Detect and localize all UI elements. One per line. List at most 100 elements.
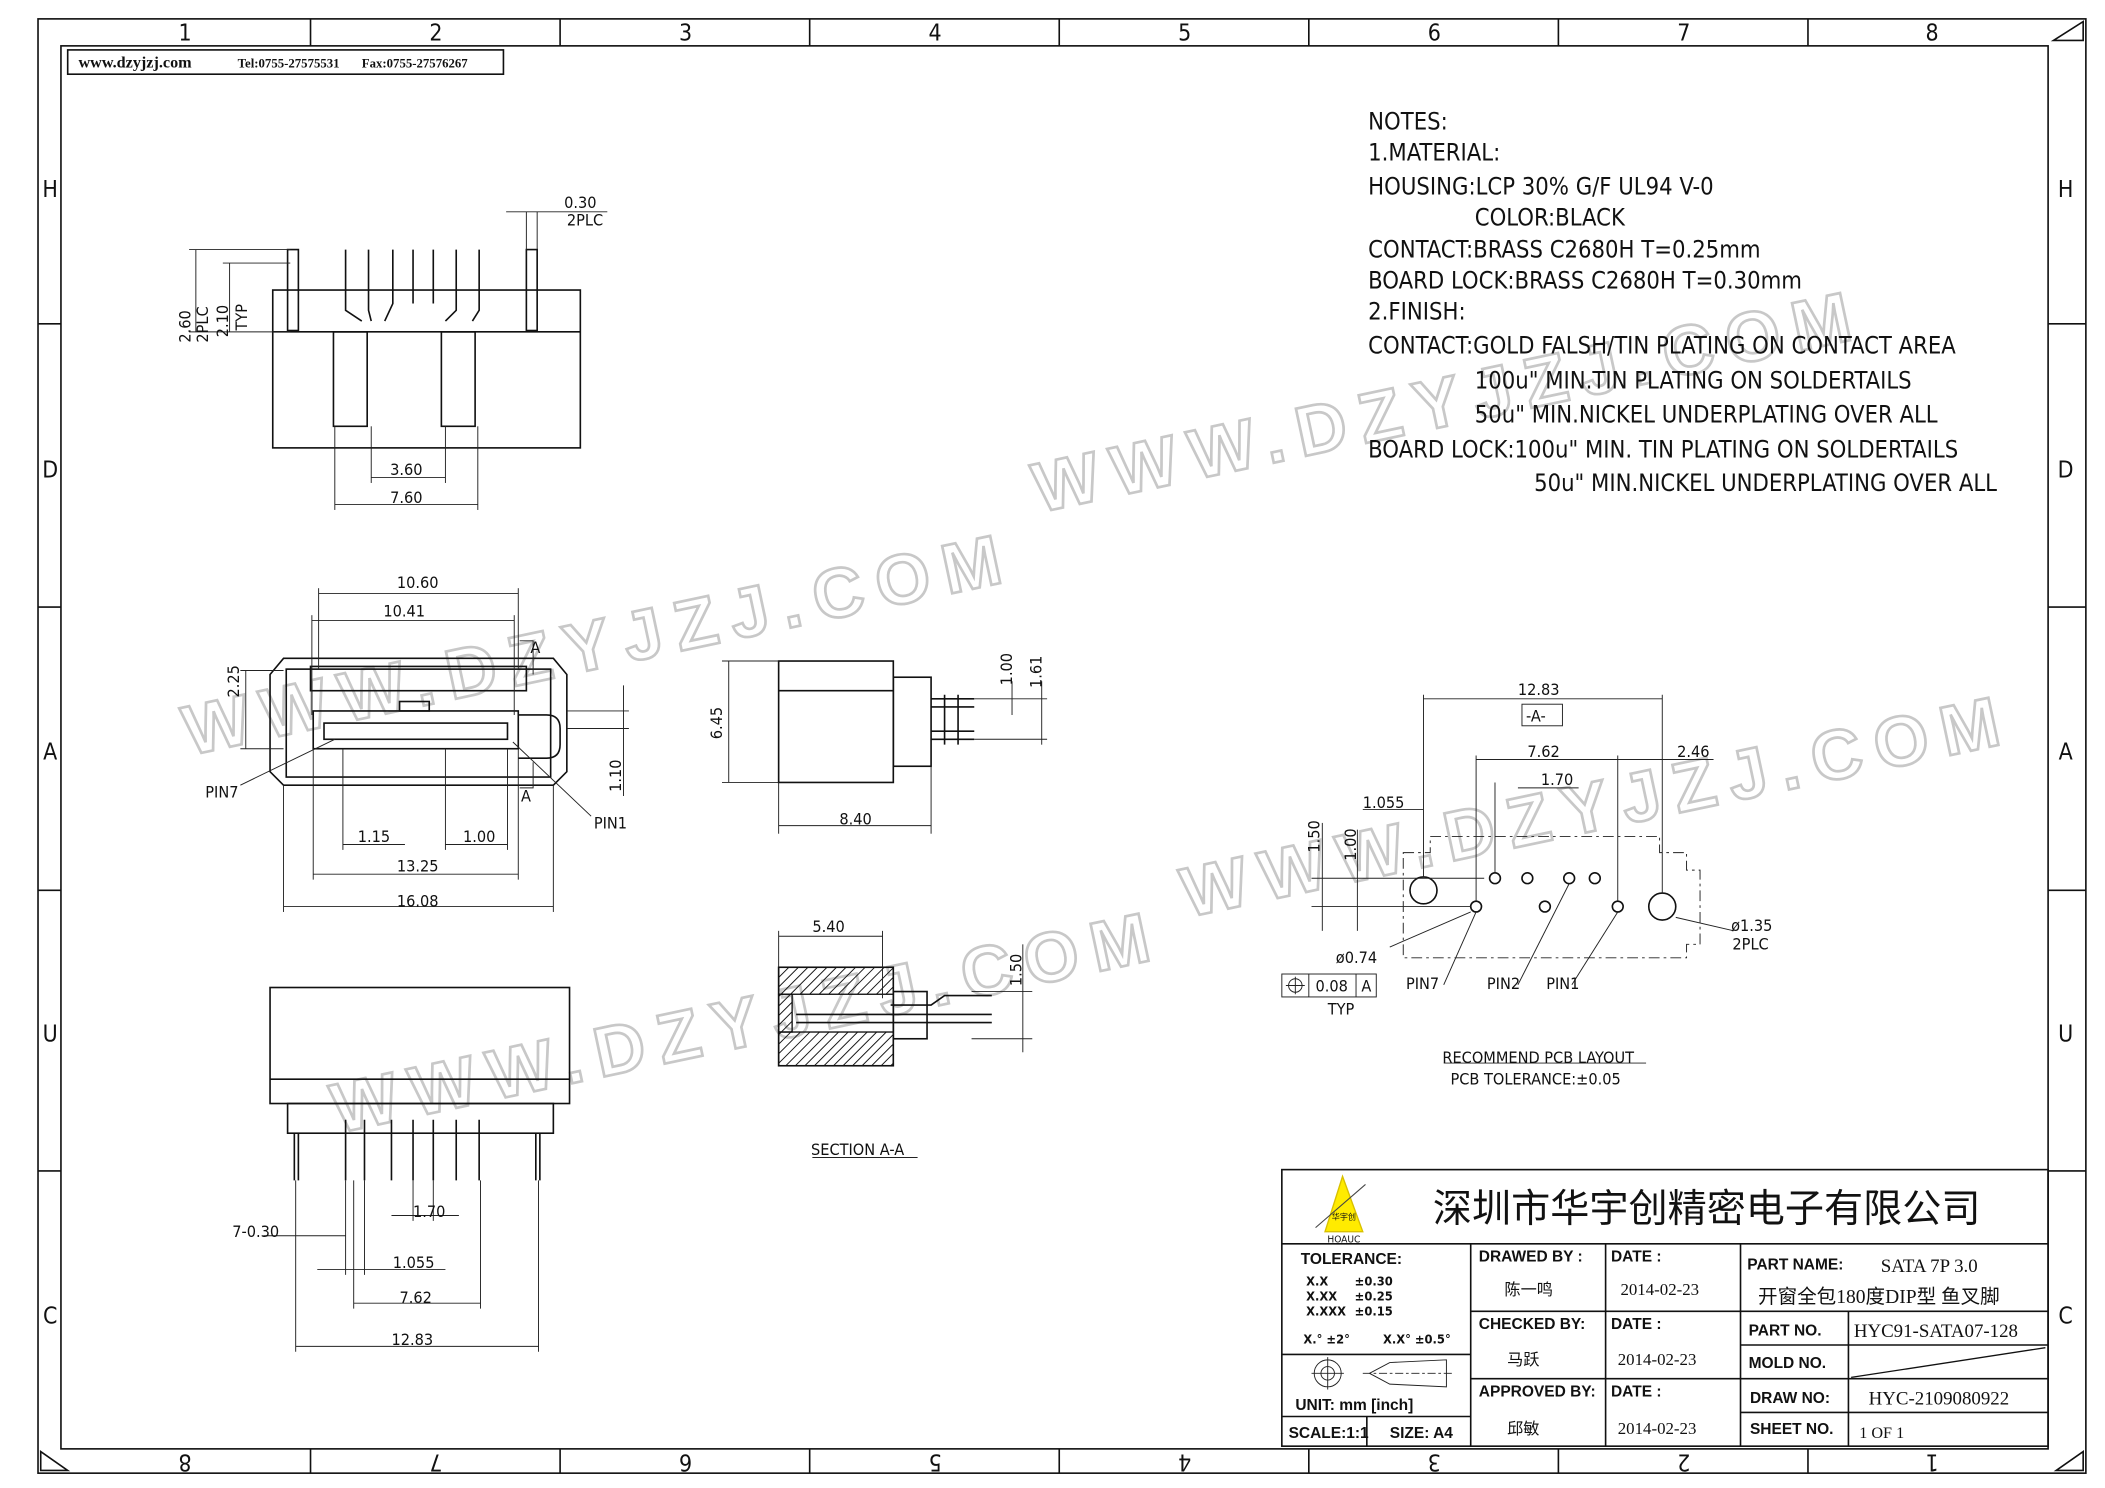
- dim-label: 1.00: [997, 653, 1016, 685]
- ruler-row-label: C: [2058, 1303, 2072, 1329]
- dim-label: 1.70: [1541, 770, 1573, 789]
- dim-label: 3.60: [390, 460, 422, 479]
- ruler-left: H D A U C: [42, 177, 58, 1329]
- ruler-col-label: 7: [429, 1448, 442, 1474]
- date-checked: 2014-02-23: [1618, 1350, 1697, 1369]
- date-label: DATE :: [1611, 1383, 1662, 1400]
- dim-label: 1.50: [1305, 820, 1324, 852]
- size-label: SIZE: A4: [1390, 1425, 1454, 1442]
- ruler-col-label: 4: [1178, 1448, 1191, 1474]
- part-name-1: SATA 7P 3.0: [1881, 1256, 1978, 1277]
- dim-label: 1.055: [393, 1253, 435, 1272]
- sheet-border: [37, 18, 2087, 1474]
- dim-label: 7-0.30: [232, 1222, 279, 1241]
- draw-no-value: HYC-2109080922: [1869, 1388, 2010, 1409]
- dim-label: 10.41: [383, 602, 425, 621]
- ruler-col-label: 5: [929, 1448, 942, 1474]
- section-view: 5.40 1.50 SECTION A-A: [777, 917, 1033, 1159]
- watermark-text: WWW.DZYJZJ.COM: [176, 517, 1021, 770]
- checked-by-value: 马跃: [1507, 1350, 1539, 1369]
- pin-label: PIN7: [1406, 974, 1439, 993]
- dim-label: 13.25: [397, 856, 439, 875]
- header-box: www.dzyjzj.com Tel:0755-27575531 Fax:075…: [66, 49, 505, 76]
- tel-text: Tel:0755-27575531: [238, 56, 340, 70]
- dim-label: 10.60: [397, 573, 439, 592]
- dim-label: 8.40: [839, 809, 871, 828]
- watermark-text: WWW.DZYJZJ.COM: [324, 894, 1169, 1147]
- note-line: CONTACT:GOLD FALSH/TIN PLATING ON CONTAC…: [1368, 331, 1956, 359]
- ruler-bottom: 8 7 6 5 4 3 2 1: [178, 1448, 1938, 1474]
- note-line: 2.FINISH:: [1368, 298, 1465, 326]
- side-view: 6.45 1.00 1.61 8.40: [707, 653, 1048, 834]
- ruler-row-label: A: [43, 740, 57, 766]
- pin-label: PIN1: [1546, 974, 1579, 993]
- pcb-layout: 12.83 -A- 7.62 2.46 1.70 1.055 1.50 1.00…: [1281, 680, 1772, 1089]
- tolerance-value: 0.08: [1316, 977, 1348, 996]
- part-name-2: 开窗全包180度DIP型 鱼叉脚: [1758, 1286, 2000, 1308]
- note-line: 1.MATERIAL:: [1368, 139, 1500, 167]
- ruler-col-label: 8: [178, 1448, 191, 1474]
- sheet-no-value: 1 OF 1: [1859, 1425, 1904, 1442]
- projection-symbol-icon: [1311, 1357, 1452, 1390]
- approved-by-label: APPROVED BY:: [1479, 1383, 1596, 1400]
- datum-label: -A-: [1526, 707, 1546, 726]
- dim-label: 1.00: [463, 827, 495, 846]
- tolerance-value: ±0.30: [1355, 1275, 1393, 1290]
- note-line: CONTACT:BRASS C2680H T=0.25mm: [1368, 236, 1760, 264]
- dim-label: TYP: [232, 304, 251, 332]
- logo-brand: HOAUC: [1327, 1234, 1360, 1245]
- pin-label: PIN2: [1487, 974, 1520, 993]
- section-marker: A: [530, 638, 540, 657]
- pcb-layout-title: RECOMMEND PCB LAYOUT: [1442, 1048, 1634, 1067]
- dim-label: 16.08: [397, 892, 439, 911]
- tolerance-value: ±0.25: [1355, 1289, 1393, 1304]
- note-line: BOARD LOCK:BRASS C2680H T=0.30mm: [1368, 267, 1802, 295]
- ruler-col-label: 7: [1677, 20, 1690, 46]
- ruler-col-label: 1: [1926, 1448, 1939, 1474]
- date-label: DATE :: [1611, 1248, 1662, 1265]
- dim-label: ø0.74: [1336, 948, 1377, 967]
- date-drawed: 2014-02-23: [1620, 1280, 1699, 1299]
- section-title: SECTION A-A: [811, 1140, 904, 1159]
- dim-label: 0.30: [564, 193, 596, 212]
- ruler-top: 1 2 3 4 5 6 7 8: [178, 20, 1938, 46]
- dim-label: 1.70: [413, 1202, 445, 1221]
- fax-text: Fax:0755-27576267: [362, 56, 469, 70]
- part-no-label: PART NO.: [1749, 1323, 1822, 1340]
- website-link[interactable]: www.dzyjzj.com: [78, 54, 192, 71]
- sheet-no-label: SHEET NO.: [1750, 1421, 1834, 1438]
- part-name-label: PART NAME:: [1747, 1256, 1843, 1273]
- ruler-col-label: 1: [178, 20, 191, 46]
- ruler-col-label: 6: [679, 1448, 692, 1474]
- tolerance-key: X.XX: [1306, 1289, 1337, 1304]
- ruler-row-label: U: [2058, 1021, 2073, 1047]
- checked-by-label: CHECKED BY:: [1479, 1316, 1586, 1333]
- tolerance-label: TOLERANCE:: [1301, 1251, 1402, 1268]
- dim-label: 2.10: [213, 305, 232, 337]
- ruler-col-label: 3: [679, 20, 692, 46]
- drawed-by-value: 陈一鸣: [1504, 1280, 1553, 1299]
- dim-label: 2PLC: [193, 306, 212, 342]
- note-line: BOARD LOCK:100u" MIN. TIN PLATING ON SOL…: [1368, 435, 1958, 463]
- watermark-text: WWW.DZYJZJ.COM: [1174, 679, 2019, 932]
- dim-label: TYP: [1327, 999, 1355, 1018]
- date-approved: 2014-02-23: [1618, 1419, 1697, 1438]
- ruler-row-label: H: [42, 177, 58, 203]
- ruler-col-label: 2: [1677, 1448, 1690, 1474]
- dim-label: 1.15: [358, 827, 390, 846]
- ruler-row-label: A: [2059, 740, 2073, 766]
- logo-text: 华宇创: [1332, 1212, 1356, 1222]
- company-name: 深圳市华宇创精密电子有限公司: [1433, 1187, 1981, 1232]
- part-no-value: HYC91-SATA07-128: [1854, 1321, 2018, 1342]
- approved-by-value: 邱敏: [1507, 1419, 1539, 1438]
- ruler-row-label: U: [43, 1021, 58, 1047]
- ruler-col-label: 2: [429, 20, 442, 46]
- draw-no-label: DRAW NO:: [1750, 1390, 1830, 1407]
- tolerance-key: X.X: [1306, 1275, 1328, 1290]
- top-view: 0.30 2PLC 2.60 2PLC 2.10 TYP 3.60 7.60: [175, 193, 608, 510]
- dim-label: 1.10: [606, 760, 625, 792]
- note-line: 50u" MIN.NICKEL UNDERPLATING OVER ALL: [1475, 400, 1938, 428]
- angle-tolerance: X.° ±2°: [1303, 1333, 1349, 1348]
- ruler-row-label: H: [2058, 177, 2074, 203]
